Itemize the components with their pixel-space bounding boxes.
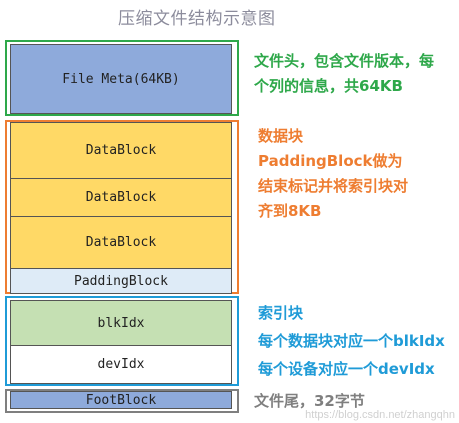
footer-note: 文件尾，32字节 [254,389,365,414]
index-note-line-3: 每个设备对应一个devIdx [258,360,435,378]
foot-block-label: FootBlock [85,392,157,408]
blk-idx-label: blkIdx [97,315,145,331]
data-note: 数据块 PaddingBlock做为 结束标记并将索引块对 齐到8KB [258,124,408,224]
dev-idx-label: devIdx [97,357,145,372]
foot-block: FootBlock [10,391,232,409]
data-note-line-4: 齐到8KB [258,202,322,220]
file-meta-block: File Meta(64KB) [10,44,232,114]
header-note-line-1: 文件头，包含文件版本，每 [254,52,435,70]
data-note-line-1: 数据块 [258,127,304,145]
header-frame [5,40,239,116]
data-block-1: DataBlock [10,122,232,179]
diagram-title: 压缩文件结构示意图 [118,9,276,29]
footer-note-line: 文件尾，32字节 [254,392,365,410]
index-note-line-1: 索引块 [258,304,304,322]
dev-idx-block: devIdx [10,346,232,384]
index-note-line-2: 每个数据块对应一个blkIdx [258,332,445,350]
data-block-1-label: DataBlock [85,143,157,158]
watermark: https://blog.csdn.net/zhangqhn [305,409,455,421]
file-meta-label: File Meta(64KB) [62,71,180,87]
header-note: 文件头，包含文件版本，每 个列的信息，共64KB [254,49,434,99]
footer-frame [5,389,239,413]
data-note-line-3: 结束标记并将索引块对 [258,177,409,195]
data-block-2: DataBlock [10,179,232,217]
data-block-2-label: DataBlock [85,190,157,205]
data-block-3-label: DataBlock [85,235,157,250]
header-note-line-2: 个列的信息，共64KB [254,77,403,95]
data-block-3: DataBlock [10,217,232,269]
padding-block-label: PaddingBlock [74,273,168,289]
index-frame [5,296,239,386]
data-note-line-2: PaddingBlock做为 [258,152,403,170]
blk-idx-block: blkIdx [10,300,232,346]
index-note: 索引块 每个数据块对应一个blkIdx 每个设备对应一个devIdx [258,299,445,383]
padding-block: PaddingBlock [10,269,232,294]
